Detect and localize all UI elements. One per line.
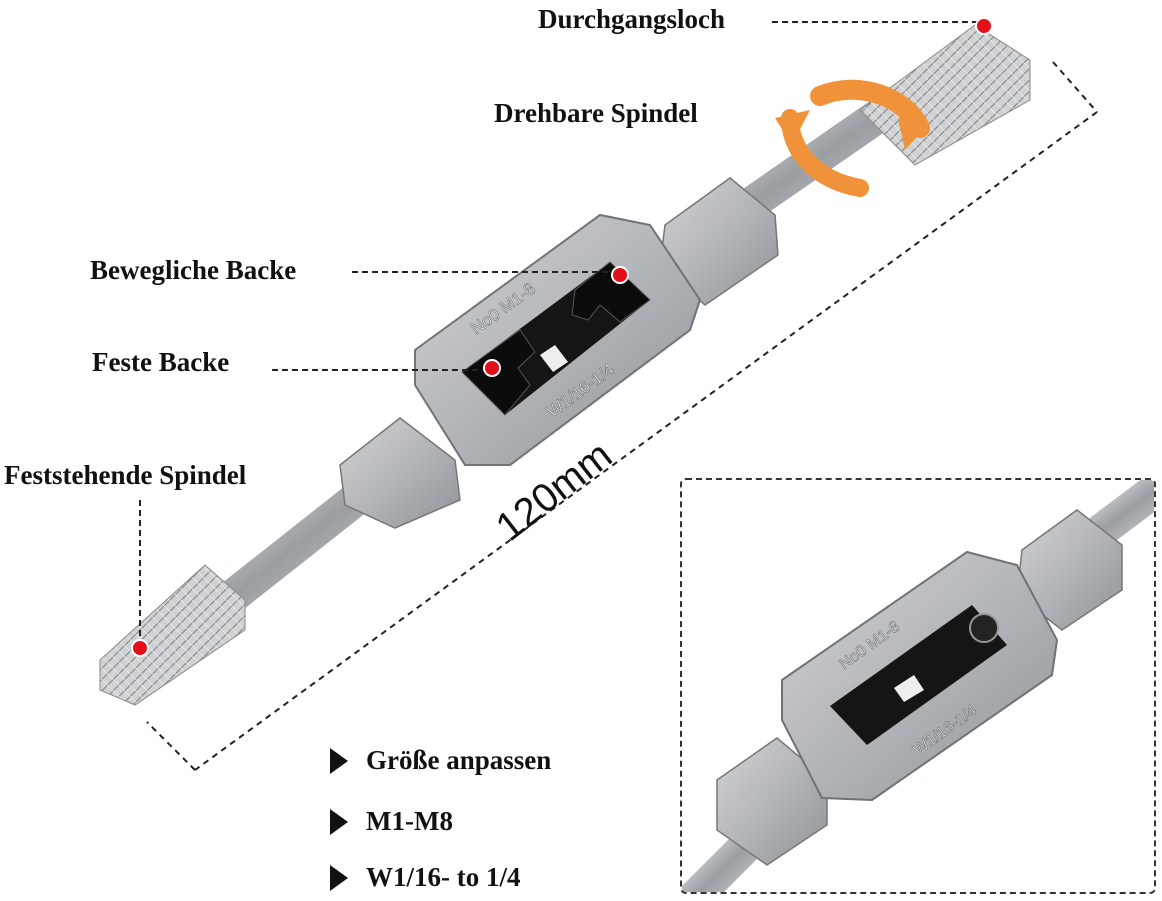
closeup-v-notch — [894, 675, 924, 702]
rotation-arrow-icon — [775, 79, 930, 197]
label-feststehende-spindel: Feststehende Spindel — [4, 460, 247, 490]
marker-dot-icon — [611, 266, 629, 284]
label-feste-backe: Feste Backe — [92, 347, 230, 377]
marker-dot-icon — [131, 639, 149, 657]
bullet-triangle-icon — [330, 864, 348, 891]
feature-text: W1/16- to 1/4 — [366, 862, 521, 892]
closeup-screw — [969, 613, 999, 643]
marker-dot-icon — [483, 359, 501, 377]
fixed-spindle — [99, 463, 397, 706]
feature-text: Größe anpassen — [366, 745, 552, 775]
feature-text: M1-M8 — [366, 806, 453, 836]
marker-dot-icon — [975, 17, 993, 35]
closeup-jaw-window — [830, 605, 1007, 745]
label-bewegliche-backe: Bewegliche Backe — [90, 255, 297, 285]
feature-item: M1-M8 — [330, 806, 453, 837]
jaw-v-notch — [540, 345, 568, 372]
dimension-bracket — [146, 61, 1098, 771]
label-drehbare-spindel: Drehbare Spindel — [494, 98, 698, 128]
feature-item: W1/16- to 1/4 — [330, 862, 521, 893]
leader-lines — [139, 21, 980, 642]
closeup-drawing: No0 M1-8 W1/16-1/4 — [682, 480, 1154, 892]
feature-item: Größe anpassen — [330, 745, 551, 776]
bullet-triangle-icon — [330, 747, 348, 774]
label-durchgangsloch: Durchgangsloch — [538, 4, 726, 34]
lower-collar — [339, 417, 461, 529]
closeup-inset: No0 M1-8 W1/16-1/4 — [680, 478, 1156, 894]
closeup-lower-collar — [716, 737, 828, 866]
bullet-triangle-icon — [330, 808, 348, 835]
marker-dots — [131, 17, 993, 657]
